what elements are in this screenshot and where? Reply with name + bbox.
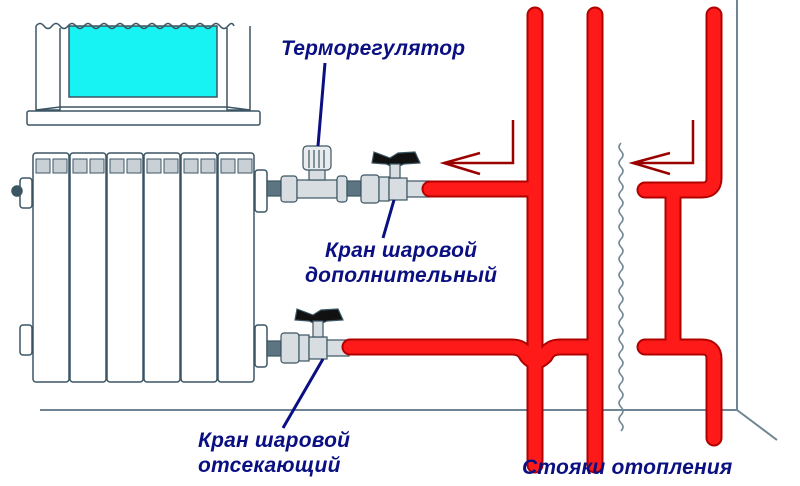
room-lines (40, 0, 778, 441)
arrow-left-icon (439, 120, 515, 176)
radiator (11, 152, 268, 383)
arrow-left-icon (628, 120, 695, 176)
label-thermostat: Терморегулятор (281, 37, 466, 60)
label-extra-ball-valve-line1: Кран шаровой (324, 239, 478, 262)
window (26, 22, 261, 126)
label-shutoff-ball-valve: Кран шаровой отсекающий (198, 428, 350, 478)
label-extra-ball-valve-line2: дополнительный (305, 264, 498, 287)
curtain-right (226, 26, 251, 111)
thermostat-head (302, 145, 332, 171)
curtain-left (35, 26, 61, 111)
break-line (618, 142, 624, 432)
curtain-wave (35, 22, 235, 30)
label-heating-risers: Стояки отопления (522, 456, 733, 479)
floor-diagonal (736, 409, 778, 441)
valve-handle-lower (294, 308, 344, 326)
pipes (341, 6, 723, 474)
label-shutoff-ball-valve-line1: Кран шаровой (198, 429, 351, 452)
air-vent-icon (11, 185, 23, 197)
window-glass (68, 25, 218, 98)
label-extra-ball-valve: Кран шаровой дополнительный (305, 238, 497, 288)
lower-fittings (266, 308, 350, 364)
valve-handle-upper (371, 151, 421, 169)
upper-fittings (266, 145, 430, 204)
window-sill-top (35, 106, 251, 111)
label-shutoff-ball-valve-line2: отсекающий (198, 454, 341, 477)
leader-lines (281, 62, 396, 429)
window-sill (26, 110, 261, 126)
flow-arrows (439, 120, 695, 176)
